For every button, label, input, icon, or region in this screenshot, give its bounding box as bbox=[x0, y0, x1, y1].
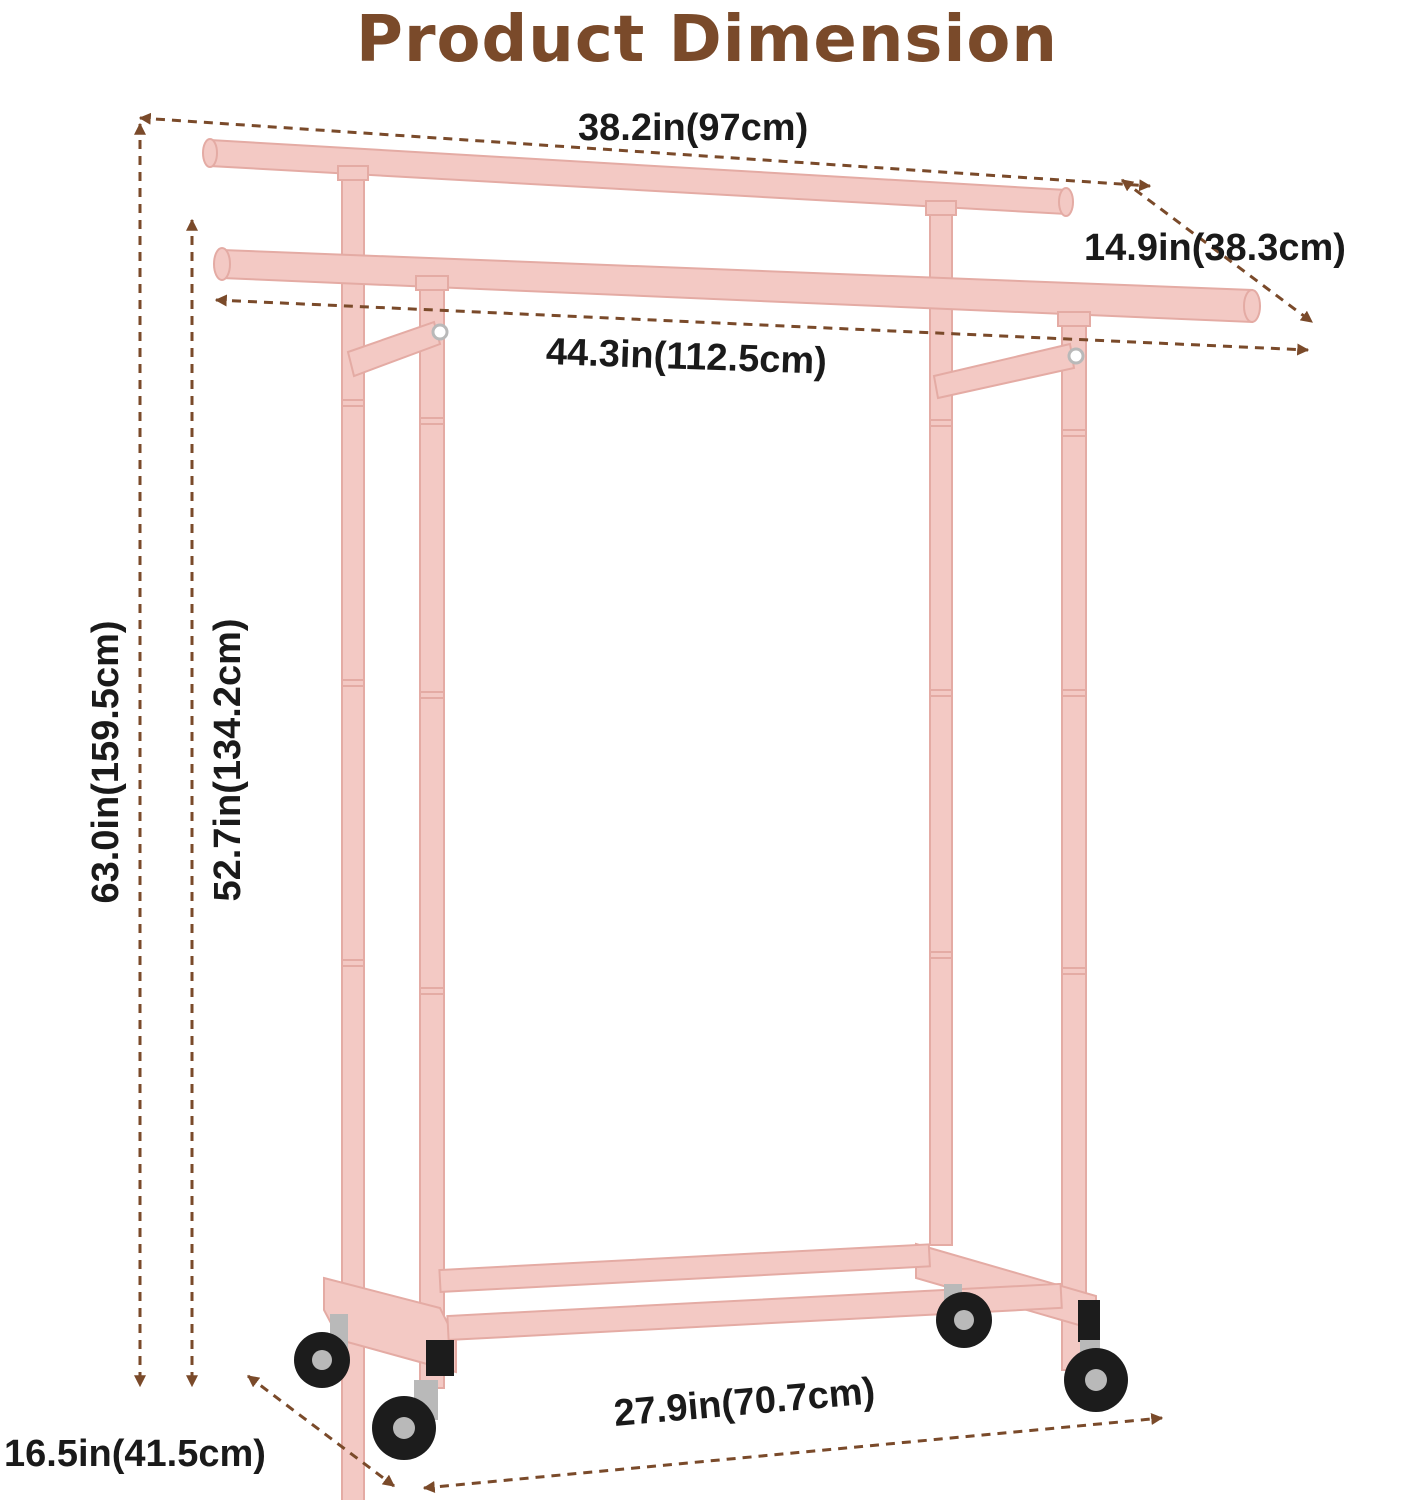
base-back-bar bbox=[438, 1243, 931, 1294]
caster-front-left bbox=[372, 1380, 438, 1460]
caster-back-left bbox=[294, 1314, 350, 1388]
arrow-top-width bbox=[138, 112, 1152, 192]
arrow-front-rail bbox=[214, 294, 1310, 356]
arrow-base-width bbox=[422, 1413, 1164, 1493]
front-left-upright bbox=[419, 285, 445, 1389]
right-side-arm bbox=[932, 342, 1076, 400]
caster-back-right bbox=[936, 1284, 992, 1348]
label-top-width: 38.2in(97cm) bbox=[578, 107, 809, 149]
label-total-height: 63.0in(159.5cm) bbox=[85, 620, 127, 904]
page-title: Product Dimension bbox=[356, 3, 1058, 77]
back-right-upright bbox=[929, 199, 953, 1246]
dimension-arrows bbox=[134, 112, 1313, 1493]
label-rail-height: 52.7in(134.2cm) bbox=[207, 618, 249, 902]
label-top-depth: 14.9in(38.3cm) bbox=[1084, 227, 1346, 269]
caster-front-right bbox=[1064, 1300, 1128, 1412]
base-front-bar bbox=[446, 1282, 1063, 1342]
front-right-upright bbox=[1061, 317, 1087, 1371]
base-left-foot bbox=[323, 1276, 457, 1374]
upright-ring-details bbox=[342, 399, 1086, 995]
arrow-base-depth bbox=[247, 1374, 395, 1488]
label-base-depth: 16.5in(41.5cm) bbox=[4, 1433, 266, 1475]
